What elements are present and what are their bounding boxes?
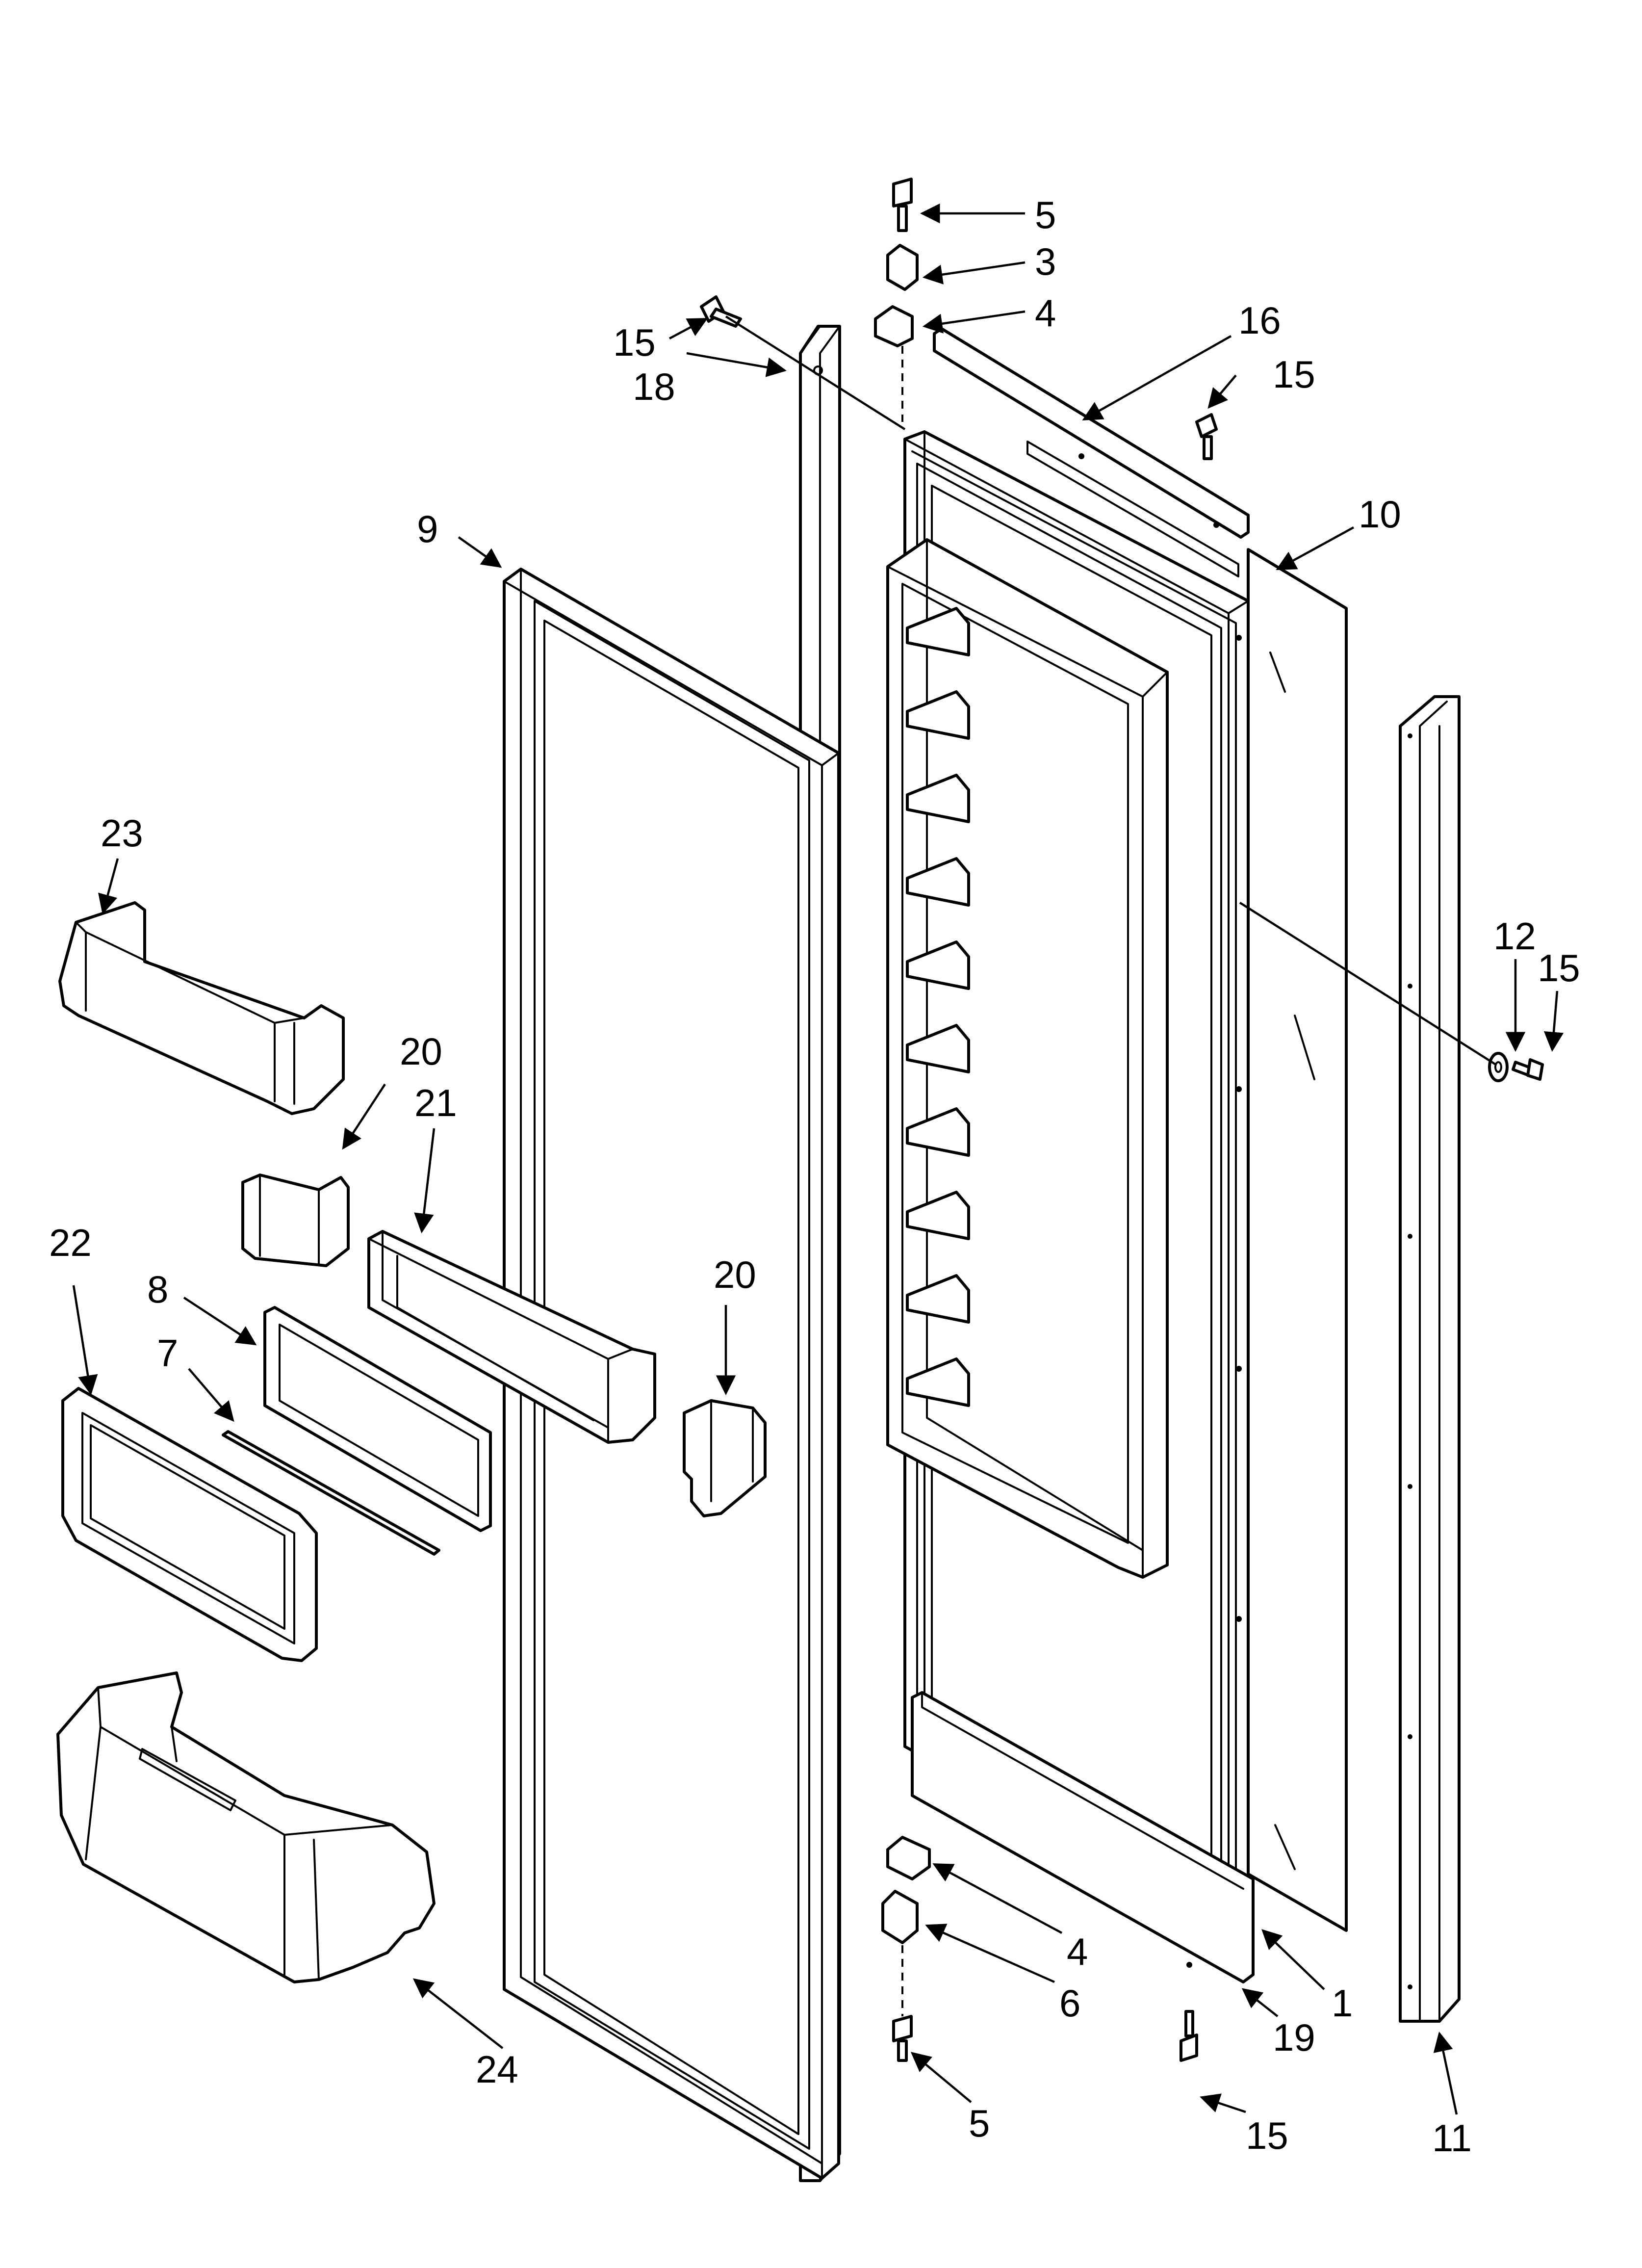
callout-20-right: 20 bbox=[714, 1253, 756, 1296]
callout-1: 1 bbox=[1332, 1981, 1353, 2025]
callout-15-right: 15 bbox=[1538, 946, 1580, 990]
callout-7: 7 bbox=[157, 1331, 178, 1375]
callout-18: 18 bbox=[633, 365, 675, 408]
callout-19: 19 bbox=[1273, 2016, 1315, 2059]
callout-21: 21 bbox=[414, 1081, 457, 1124]
part-11-side-trim bbox=[1399, 695, 1461, 2023]
callout-6: 6 bbox=[1059, 1981, 1080, 2025]
part-8-frame bbox=[263, 1306, 492, 1532]
callout-5-bottom: 5 bbox=[969, 2102, 990, 2145]
top-hinge-hardware bbox=[874, 178, 919, 422]
callout-5-top: 5 bbox=[1035, 193, 1056, 236]
callout-10: 10 bbox=[1359, 493, 1401, 536]
callout-23: 23 bbox=[101, 811, 143, 855]
callout-24: 24 bbox=[476, 2048, 518, 2091]
callout-9: 9 bbox=[417, 507, 438, 550]
part-9-door-gasket bbox=[503, 568, 840, 2180]
callout-4-top: 4 bbox=[1035, 291, 1056, 335]
callout-15-top-right: 15 bbox=[1273, 353, 1315, 396]
part-22-bin-cover bbox=[61, 1387, 318, 1662]
part-7-strip bbox=[222, 1430, 440, 1556]
callout-8: 8 bbox=[147, 1268, 168, 1311]
callout-20-left: 20 bbox=[400, 1030, 442, 1073]
part-20-clip-left bbox=[241, 1173, 350, 1267]
door-shelf-ribs bbox=[906, 607, 970, 1407]
callout-22: 22 bbox=[49, 1221, 92, 1264]
callout-4-bottom: 4 bbox=[1067, 1930, 1088, 1973]
callout-11: 11 bbox=[1432, 2116, 1472, 2160]
part-20-clip-right bbox=[683, 1399, 767, 1517]
part-23-door-bin bbox=[58, 901, 345, 1115]
callout-15-bottom: 15 bbox=[1246, 2114, 1288, 2157]
door-side-holes bbox=[1236, 635, 1242, 1622]
part-21-bin-housing bbox=[367, 1230, 656, 1444]
part-19-bottom-bracket bbox=[911, 1691, 1255, 1983]
screw-15-right bbox=[1512, 1058, 1544, 1081]
callout-15-top-left: 15 bbox=[613, 321, 656, 364]
callout-labels: 5 3 4 15 18 16 15 9 10 23 12 15 20 21 22… bbox=[49, 193, 1580, 2160]
screw-15-top-right bbox=[1195, 413, 1218, 460]
callout-16: 16 bbox=[1238, 299, 1281, 342]
bottom-hinge-hardware bbox=[881, 1836, 931, 2062]
part-10-outer-panel bbox=[1247, 548, 1348, 1932]
callout-3: 3 bbox=[1035, 240, 1056, 283]
screw-15-bottom bbox=[1180, 2010, 1198, 2062]
leader-arrows bbox=[72, 203, 1564, 2115]
part-24-large-bin bbox=[56, 1671, 436, 1983]
washer-12 bbox=[1488, 1052, 1509, 1082]
callout-12: 12 bbox=[1493, 914, 1536, 958]
part-1-door-assembly bbox=[886, 430, 1250, 1925]
